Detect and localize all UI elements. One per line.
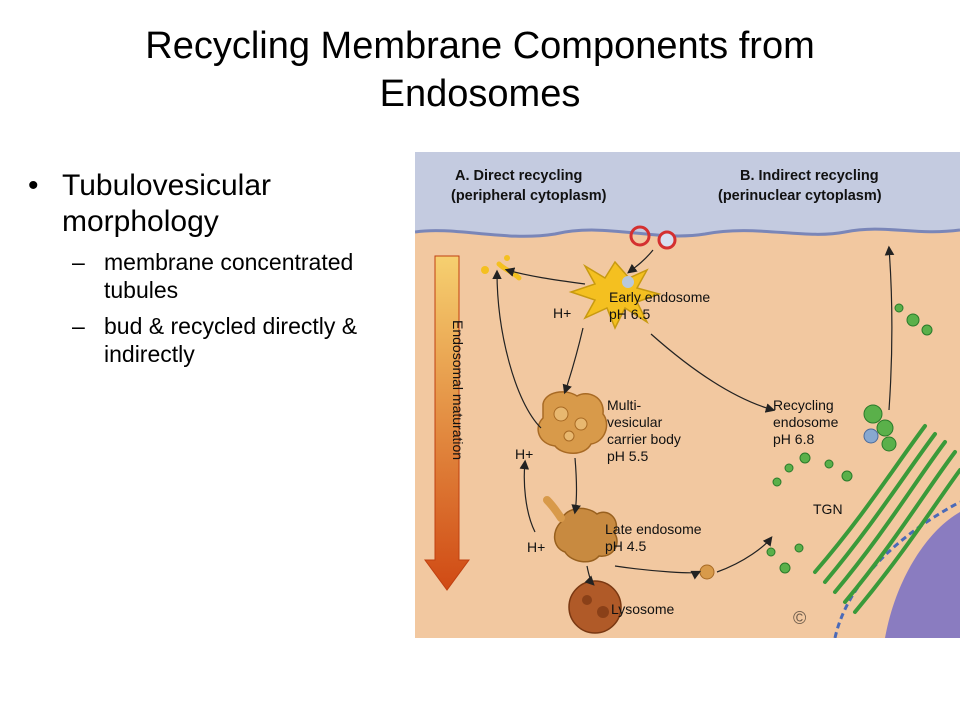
late-endosome-shape	[553, 507, 618, 563]
proton-label-late: H+	[527, 539, 545, 555]
lysosome-label: Lysosome	[611, 601, 675, 617]
dash-marker: –	[72, 313, 85, 339]
bullet-dot: •	[28, 169, 39, 202]
early-endosome-label: Early endosome	[609, 289, 710, 305]
header-direct-recycling: A. Direct recycling	[455, 168, 582, 184]
tgn-label: TGN	[813, 501, 843, 517]
late-endosome-ph: pH 4.5	[605, 538, 646, 554]
tgn-cisternae	[813, 424, 960, 614]
nucleus	[885, 512, 960, 638]
vesicle	[622, 276, 634, 288]
maturation-arrow	[424, 255, 470, 591]
coated-pit	[657, 230, 677, 250]
membrane-edge	[415, 227, 960, 238]
slide-title: Recycling Membrane Components from Endos…	[145, 25, 815, 115]
sub-bullet-text: bud & recycled directly & indirectly	[104, 313, 358, 367]
sub-bullet-item: – bud & recycled directly & indirectly	[28, 312, 388, 368]
vesicle	[481, 266, 489, 274]
sub-bullet-item: – membrane concentrated tubules	[28, 248, 388, 304]
late-endosome-label: Late endosome	[605, 521, 702, 537]
recycling-endosome-label-1: Recycling	[773, 397, 834, 413]
proton-label-early: H+	[553, 305, 571, 321]
dash-marker: –	[72, 249, 85, 275]
mvb-ph: pH 5.5	[607, 448, 648, 464]
mvb-label-2: vesicular	[607, 414, 663, 430]
sub-bullet-text: membrane concentrated tubules	[104, 249, 354, 303]
recycling-diagram: A. Direct recycling (peripheral cytoplas…	[415, 152, 960, 638]
proton-label-mvb: H+	[515, 446, 533, 462]
header-direct-subtitle: (peripheral cytoplasm)	[451, 188, 607, 204]
lysosome-shape	[568, 580, 622, 634]
bullet-text: Tubulovesicular morphology	[62, 169, 271, 238]
bullet-list: • Tubulovesicular morphology – membrane …	[28, 168, 388, 368]
bullet-item: • Tubulovesicular morphology	[28, 168, 388, 240]
header-indirect-recycling: B. Indirect recycling	[740, 168, 879, 184]
maturation-label: Endosomal maturation	[450, 320, 466, 460]
mvb-vesicle	[574, 417, 588, 431]
late-endosome-tubule	[543, 496, 565, 522]
lysosome-granule	[597, 606, 609, 618]
plasma-membrane	[415, 152, 960, 237]
recycling-endosome-ph: pH 6.8	[773, 431, 814, 447]
transport-vesicles	[766, 303, 933, 574]
early-endosome-shape	[568, 260, 662, 330]
header-indirect-subtitle: (perinuclear cytoplasm)	[718, 188, 882, 204]
mvb-label-3: carrier body	[607, 431, 681, 447]
transport-vesicle	[699, 564, 715, 580]
early-endosome-ph: pH 6.5	[609, 306, 650, 322]
recycling-endosome-cluster	[863, 404, 897, 452]
lysosome-granule	[582, 595, 592, 605]
publisher-mark: ©	[793, 608, 806, 628]
mvb-label-1: Multi-	[607, 397, 642, 413]
mvb-vesicle	[553, 406, 569, 422]
vesicle	[504, 255, 510, 261]
mvb-vesicle	[563, 430, 575, 442]
mvb-shape	[537, 391, 608, 454]
pathway-arrows	[492, 245, 895, 586]
recycling-endosome-label-2: endosome	[773, 414, 839, 430]
coated-pit	[629, 225, 651, 247]
